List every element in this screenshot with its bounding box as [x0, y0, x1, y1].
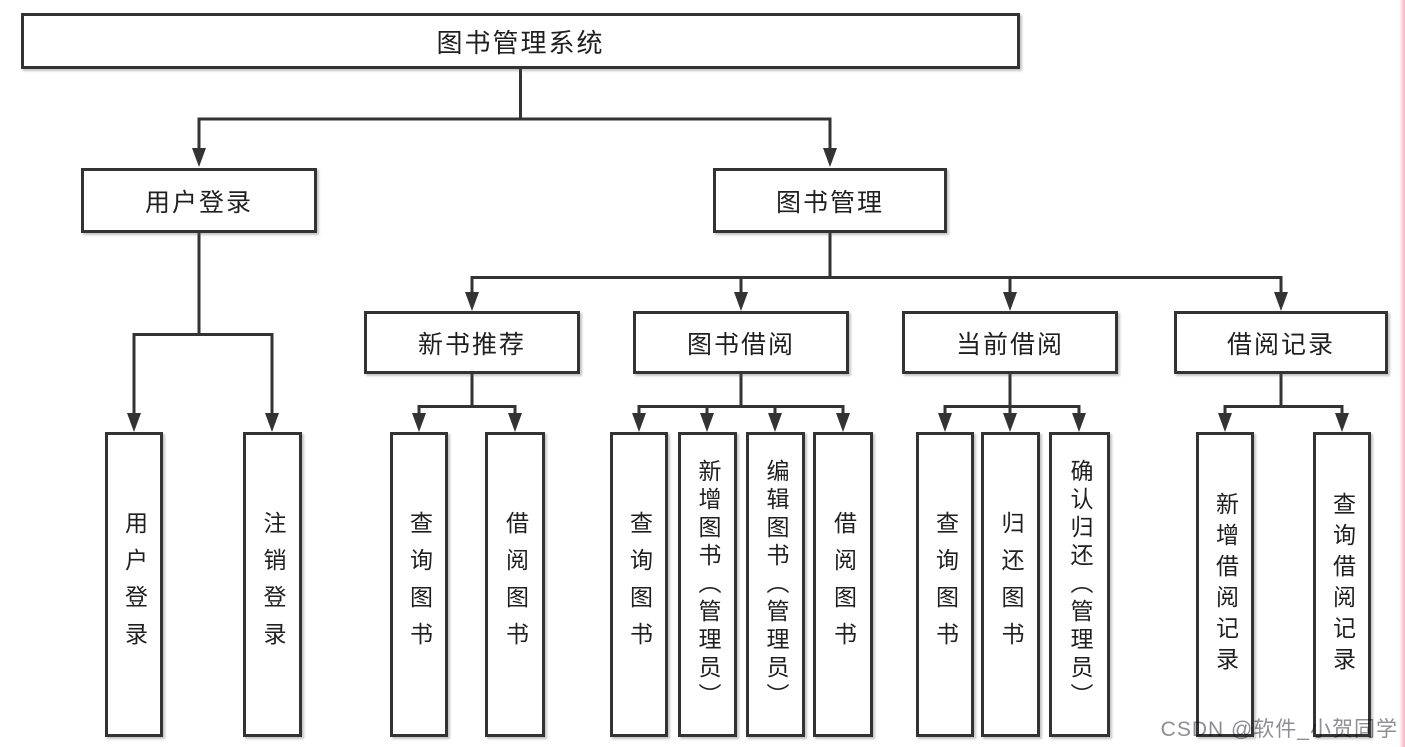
node-root-system: 图书管理系统 — [21, 13, 1020, 69]
leaf-current-query-book: 查询图书 — [916, 432, 974, 737]
leaf-current-confirm-return-admin: 确认归还（管理员） — [1049, 432, 1110, 737]
leaf-borrow-query-book: 查询图书 — [610, 432, 668, 737]
leaf-recommend-query-book-label: 查询图书 — [406, 510, 433, 659]
leaf-borrow-borrow-book: 借阅图书 — [813, 432, 873, 737]
leaf-current-query-book-label: 查询图书 — [932, 510, 959, 659]
leaf-record-add: 新增借阅记录 — [1196, 432, 1254, 737]
leaf-user-login: 用户登录 — [105, 432, 163, 737]
leaf-current-return-book: 归还图书 — [981, 432, 1040, 737]
leaf-current-confirm-return-admin-label: 确认归还（管理员） — [1067, 458, 1093, 711]
leaf-borrow-edit-book-admin: 编辑图书（管理员） — [746, 432, 805, 737]
pink-edge-strip — [1399, 0, 1405, 747]
leaf-logout: 注销登录 — [243, 432, 302, 737]
leaf-borrow-add-book-admin-label: 新增图书（管理员） — [695, 458, 721, 711]
leaf-recommend-borrow-book: 借阅图书 — [485, 432, 545, 737]
leaf-recommend-query-book: 查询图书 — [390, 432, 448, 737]
node-root-label: 图书管理系统 — [436, 27, 605, 58]
node-borrow-records: 借阅记录 — [1174, 311, 1388, 374]
node-new-book-recommend: 新书推荐 — [364, 311, 580, 374]
node-book-borrow: 图书借阅 — [633, 311, 849, 374]
node-borrow-records-label: 借阅记录 — [1226, 330, 1335, 359]
csdn-watermark: CSDN @软件_小贺同学 — [1160, 718, 1398, 741]
leaf-user-login-label: 用户登录 — [121, 510, 148, 659]
leaf-logout-label: 注销登录 — [260, 510, 286, 659]
arrowheads — [127, 148, 1349, 432]
node-current-borrow: 当前借阅 — [902, 311, 1118, 374]
leaf-borrow-add-book-admin: 新增图书（管理员） — [678, 432, 737, 737]
leaf-borrow-query-book-label: 查询图书 — [626, 510, 653, 659]
connector-lines — [132, 69, 1344, 415]
node-book-borrow-label: 图书借阅 — [686, 330, 795, 359]
node-book-management-label: 图书管理 — [775, 188, 884, 217]
leaf-recommend-borrow-book-label: 借阅图书 — [502, 510, 529, 659]
node-user-login-group-label: 用户登录 — [144, 188, 253, 217]
leaf-record-query: 查询借阅记录 — [1313, 432, 1371, 737]
leaf-record-add-label: 新增借阅记录 — [1212, 491, 1239, 678]
leaf-borrow-edit-book-admin-label: 编辑图书（管理员） — [763, 458, 789, 711]
leaf-current-return-book-label: 归还图书 — [998, 510, 1024, 659]
node-book-management: 图书管理 — [713, 168, 947, 233]
node-new-book-recommend-label: 新书推荐 — [417, 330, 526, 359]
leaf-borrow-borrow-book-label: 借阅图书 — [830, 510, 857, 659]
leaf-record-query-label: 查询借阅记录 — [1329, 491, 1356, 678]
node-current-borrow-label: 当前借阅 — [955, 330, 1064, 359]
node-user-login-group: 用户登录 — [81, 168, 317, 233]
